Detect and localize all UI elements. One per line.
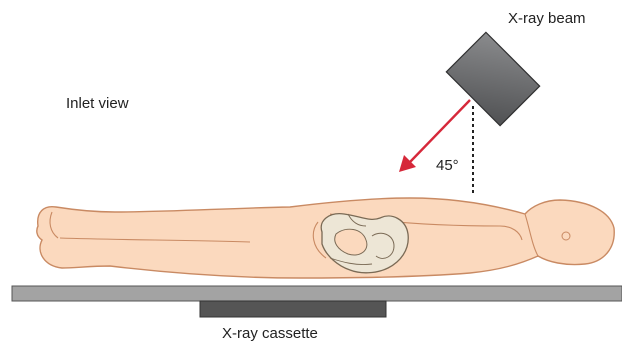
angle-label: 45°	[436, 157, 459, 174]
xray-cassette-label: X-ray cassette	[222, 325, 318, 342]
beam-arrow-shaft	[410, 100, 470, 162]
xray-cassette	[200, 301, 386, 317]
xray-beam-label: X-ray beam	[508, 10, 586, 27]
view-title: Inlet view	[66, 95, 129, 112]
xray-table	[12, 286, 622, 301]
